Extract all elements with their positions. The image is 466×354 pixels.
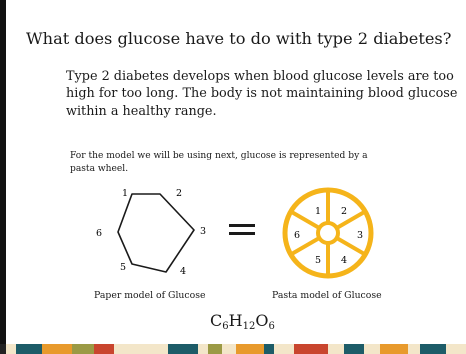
decorative-color-bar [0,344,466,354]
hex-label-4: 4 [180,266,186,277]
paper-model-caption: Paper model of Glucose [94,290,206,301]
formula-h-sub: 12 [242,321,256,332]
hex-label-6: 6 [96,228,102,239]
formula-o-sub: 6 [268,321,275,332]
wheel-label-4: 4 [341,255,347,266]
glucose-formula: C6H12O6 [210,311,275,332]
pasta-model-caption: Pasta model of Glucose [272,290,382,301]
equals-sign: = [229,224,255,235]
pasta-wheel-shape [282,187,374,279]
hexagon-outline [117,193,195,273]
wheel-label-5: 5 [315,255,321,266]
formula-o: O [255,311,269,330]
model-intro-text: For the model we will be using next, glu… [70,151,368,174]
pasta-wheel: 1 2 3 4 5 6 [282,187,374,279]
wheel-label-1: 1 [315,206,321,217]
formula-c: C [210,311,223,330]
wheel-label-3: 3 [357,230,363,241]
hex-label-2: 2 [176,188,182,199]
wheel-label-2: 2 [341,206,347,217]
wheel-label-6: 6 [294,230,300,241]
body-paragraph: Type 2 diabetes develops when blood gluc… [66,69,458,119]
formula-c-sub: 6 [222,321,229,332]
slide-title: What does glucose have to do with type 2… [26,29,452,48]
hex-label-5: 5 [120,262,126,273]
hex-label-1: 1 [122,188,128,199]
formula-h: H [228,311,243,330]
left-border [0,0,6,354]
paper-model-hexagon: 1 2 3 4 5 6 [96,188,206,277]
hex-label-3: 3 [200,226,206,237]
